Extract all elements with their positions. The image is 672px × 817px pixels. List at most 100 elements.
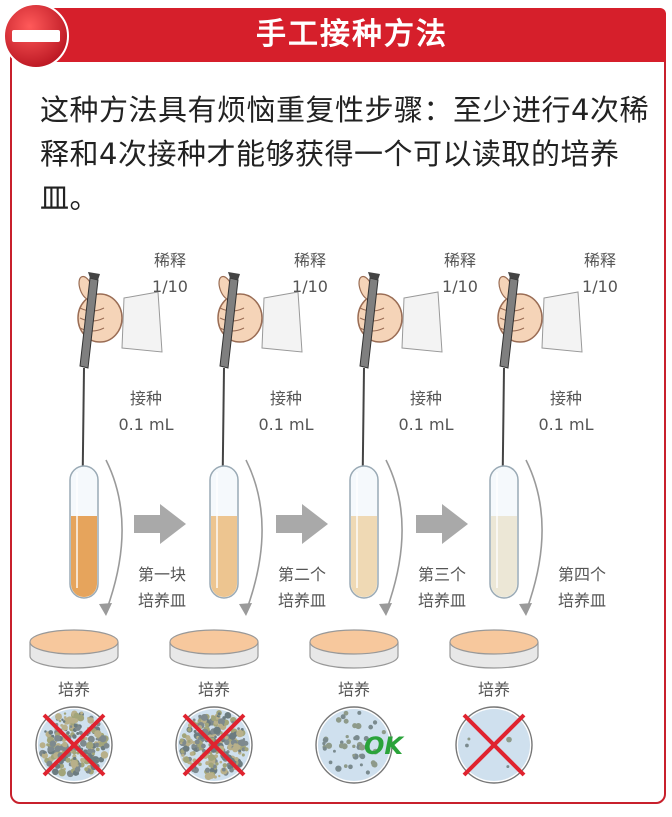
pipette-plunger [508, 272, 520, 280]
colony [49, 740, 57, 747]
colony [221, 767, 226, 772]
plating-arrowhead [239, 603, 252, 616]
step-1 [29, 272, 163, 784]
colony [364, 744, 370, 750]
colony [381, 730, 386, 735]
colony [212, 764, 217, 769]
colony [181, 733, 187, 739]
colony [365, 770, 370, 775]
colony [227, 765, 232, 770]
culture-label: 培养 [58, 680, 90, 699]
pipette-plunger [228, 272, 240, 280]
ok-label: OK [364, 732, 405, 760]
colony [62, 720, 66, 723]
plate-label-line2: 培养皿 [418, 591, 466, 610]
petri-agar [29, 629, 119, 655]
colony [224, 711, 232, 719]
colony [63, 718, 71, 725]
culture-label: 培养 [338, 680, 370, 699]
colony [235, 741, 238, 744]
header-bar [38, 8, 666, 62]
colony [52, 768, 59, 776]
colony [242, 737, 246, 741]
colony [70, 759, 78, 768]
colony [204, 722, 209, 727]
colony [183, 756, 190, 764]
colony [58, 719, 62, 723]
colony [328, 760, 333, 765]
colony [80, 757, 86, 763]
petri-agar [449, 629, 539, 655]
colony [73, 756, 77, 761]
step-3: OK [309, 272, 443, 784]
colony [95, 759, 99, 764]
colony [54, 745, 62, 752]
colony [91, 752, 95, 756]
colony [78, 730, 83, 735]
culture-label: 培养 [478, 680, 510, 699]
colony [80, 740, 87, 747]
colony [180, 749, 185, 754]
colony [237, 727, 240, 730]
dilution-value: 1/10 [152, 277, 188, 296]
colony [215, 716, 219, 720]
colony [54, 734, 61, 742]
sleeve [261, 291, 303, 353]
colony [352, 744, 356, 749]
colony [325, 742, 333, 749]
colony [63, 716, 67, 719]
plating-arrowhead [99, 603, 112, 616]
colony [194, 739, 200, 745]
colony [181, 753, 185, 757]
colony [333, 749, 336, 753]
colony [378, 744, 383, 749]
colony [352, 723, 358, 729]
plating-arrow [385, 459, 403, 613]
dilution-label: 稀释 [584, 251, 616, 270]
colony [467, 737, 471, 741]
colony [368, 724, 374, 730]
colony [343, 764, 348, 768]
pipette-body [359, 277, 379, 369]
step-4 [449, 272, 583, 784]
plating-arrow [105, 459, 123, 613]
plate-label-line2: 培养皿 [558, 591, 606, 610]
colony [80, 711, 84, 715]
colony [87, 748, 93, 754]
colony [42, 751, 46, 755]
colony [339, 740, 344, 745]
colony [217, 718, 225, 726]
colony [205, 761, 210, 766]
colony [187, 739, 191, 743]
colony [335, 765, 342, 772]
dilution-value: 1/10 [292, 277, 328, 296]
inoculation-value: 0.1 mL [538, 415, 593, 434]
colony [506, 765, 510, 769]
colony [219, 760, 223, 764]
colony [372, 720, 378, 725]
colony [346, 739, 351, 745]
sleeve [121, 291, 163, 353]
colony [322, 746, 327, 751]
colony [207, 753, 215, 761]
inoculation-label: 接种 [410, 389, 442, 408]
colony [191, 744, 196, 749]
fail-cross-line [42, 713, 106, 777]
plate-label-line1: 第一块 [138, 565, 186, 584]
pipette-body [219, 277, 239, 369]
colony [76, 731, 80, 736]
fail-cross-line [182, 713, 246, 777]
colony [234, 756, 239, 762]
colony [215, 762, 219, 766]
fail-cross-line [462, 713, 526, 777]
colony [218, 774, 221, 778]
dilution-label: 稀释 [294, 251, 326, 270]
petri-agar [169, 629, 259, 655]
colony [200, 743, 206, 749]
inoculation-value: 0.1 mL [258, 415, 313, 434]
colony [208, 762, 214, 768]
colony [345, 734, 349, 739]
colony [187, 727, 192, 732]
colony [103, 742, 110, 749]
colony [61, 718, 64, 722]
